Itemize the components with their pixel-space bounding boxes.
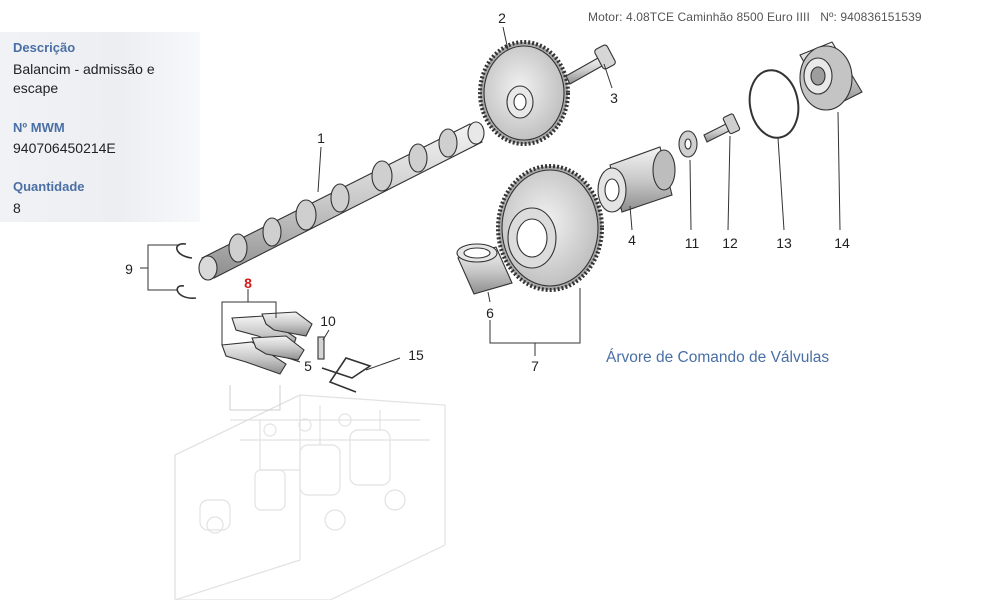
- snap-ring-part: [176, 243, 197, 299]
- part-info-panel: Descrição Balancim - admissão e escape N…: [0, 32, 200, 222]
- camshaft-gear-part: [478, 40, 570, 146]
- callout-15[interactable]: 15: [408, 347, 424, 363]
- callout-4[interactable]: 4: [628, 232, 636, 248]
- motor-label: Motor:: [588, 10, 623, 24]
- number-label: Nº:: [820, 10, 837, 24]
- motor-value: 4.08TCE Caminhão 8500 Euro IIII: [626, 10, 810, 24]
- callout-8-highlighted[interactable]: 8: [244, 275, 252, 291]
- cylinder-head-ghost: [174, 394, 446, 600]
- o-ring-part: [748, 69, 800, 139]
- rocker-arms-part: [221, 311, 313, 375]
- callout-13[interactable]: 13: [776, 235, 792, 251]
- callout-6[interactable]: 6: [486, 305, 494, 321]
- callout-7[interactable]: 7: [531, 358, 539, 374]
- washer-part: [678, 130, 698, 158]
- callout-10[interactable]: 10: [320, 313, 336, 329]
- pin-part: [317, 336, 325, 360]
- mwm-number-value: 940706450214E: [13, 140, 116, 156]
- thrust-sleeve-part: [597, 146, 676, 213]
- intermediate-gear-part: [496, 164, 604, 292]
- callout-3[interactable]: 3: [610, 90, 618, 106]
- gear-bolt-part: [565, 44, 616, 85]
- small-bolt-part: [703, 113, 741, 143]
- callout-2[interactable]: 2: [498, 10, 506, 26]
- description-value: Balancim - admissão e escape: [13, 61, 155, 96]
- callout-12[interactable]: 12: [722, 235, 738, 251]
- cover-housing-part: [799, 41, 863, 111]
- callout-5[interactable]: 5: [304, 358, 312, 374]
- number-value: 940836151539: [840, 10, 922, 24]
- bushing-part: [456, 243, 513, 295]
- diagram-caption: Árvore de Comando de Válvulas: [606, 349, 830, 366]
- camshaft-part: [198, 121, 485, 281]
- callout-11[interactable]: 11: [684, 235, 700, 251]
- callout-9[interactable]: 9: [125, 261, 133, 277]
- quantity-value: 8: [13, 200, 21, 216]
- callout-leader-lines: [140, 26, 841, 411]
- mwm-number-label: Nº MWM: [13, 120, 65, 135]
- quantity-label: Quantidade: [13, 179, 85, 194]
- engine-header: Motor: 4.08TCE Caminhão 8500 Euro IIII N…: [588, 10, 922, 24]
- callout-14[interactable]: 14: [834, 235, 850, 251]
- description-label: Descrição: [13, 40, 76, 55]
- callout-1[interactable]: 1: [317, 130, 325, 146]
- spring-clip-part: [321, 357, 372, 393]
